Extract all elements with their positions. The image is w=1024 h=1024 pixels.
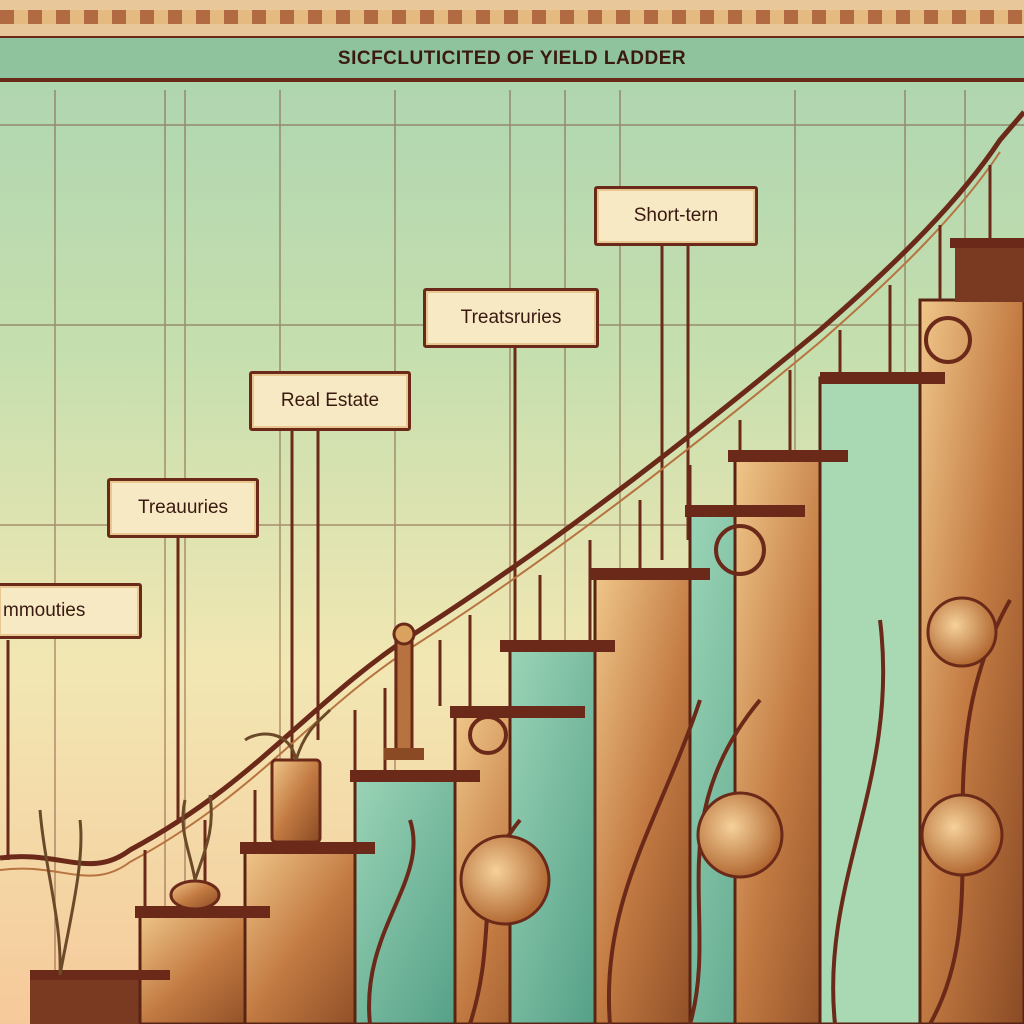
sign-posts — [6, 243, 690, 860]
top-border-frame — [0, 0, 1024, 39]
title-banner: SICFCLUTICITED OF YIELD LADDER — [0, 38, 1024, 82]
sign-short-term: Short-tern — [594, 186, 758, 246]
sign-real-estate: Real Estate — [249, 371, 411, 431]
stair-columns — [30, 242, 1024, 1024]
step-caps — [30, 238, 1024, 980]
page-title: SICFCLUTICITED OF YIELD LADDER — [337, 48, 687, 69]
ornamental-band — [0, 10, 1024, 24]
newel-post — [384, 622, 424, 760]
balusters — [143, 165, 992, 906]
handrail — [0, 110, 1024, 877]
sign-treasuries-2: Treatsruries — [423, 288, 599, 348]
sign-treasuries: Treauuries — [107, 478, 259, 538]
sign-commodities: mmouties — [0, 583, 142, 639]
potted-plants — [38, 708, 332, 976]
copper-discs — [459, 596, 1004, 926]
